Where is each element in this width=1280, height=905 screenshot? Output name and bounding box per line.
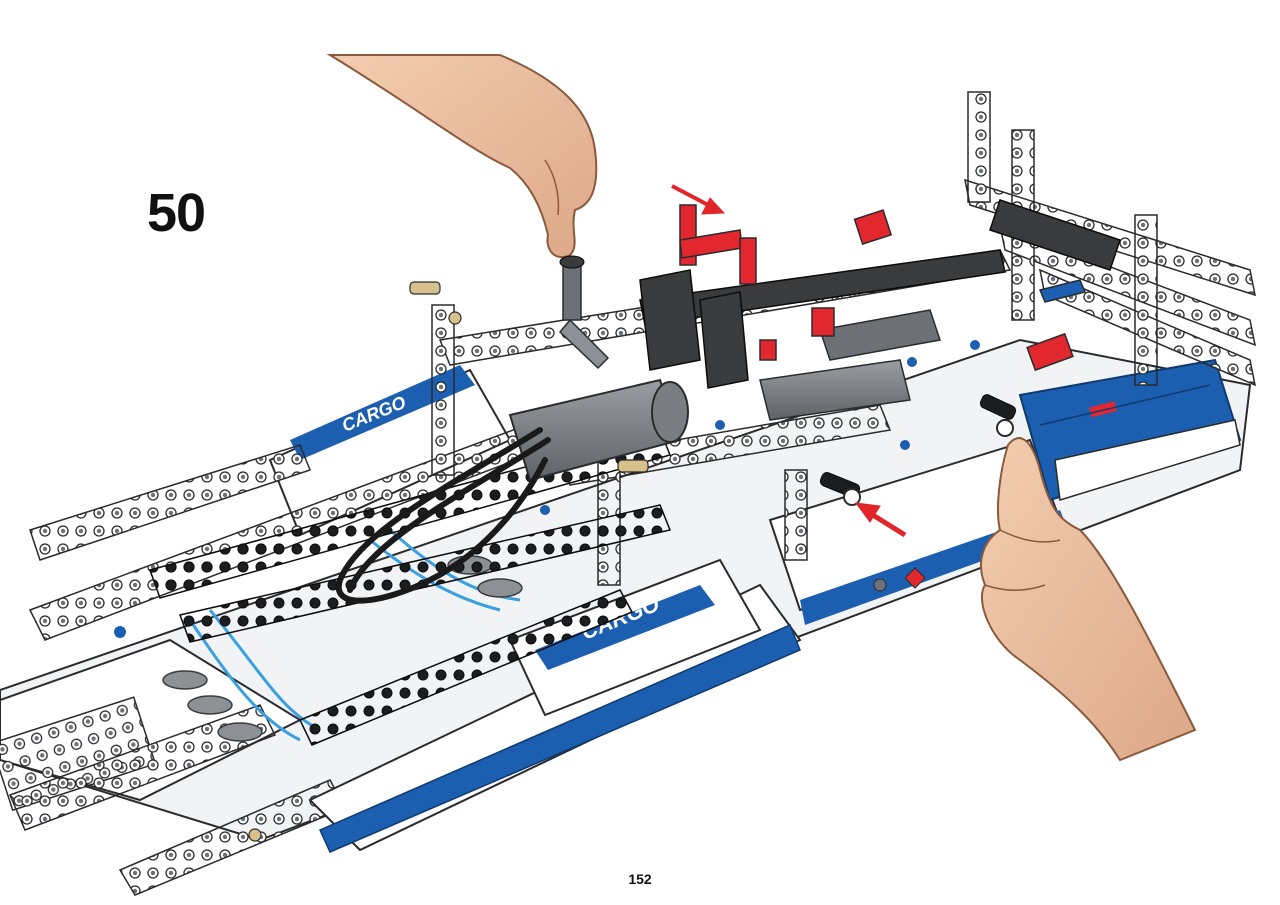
blue-bushes [114,340,980,638]
hand-right-icon [980,437,1197,762]
red-parts [679,204,1087,372]
cargo-tank-front: CARGO [308,558,802,853]
tan-pins [248,281,649,842]
gearbox [508,309,941,482]
dark-beams [149,199,1121,746]
page-number: 152 [628,871,652,887]
cable [335,427,551,604]
step-number: 50 [147,183,206,243]
hand-top-icon [326,54,610,370]
red-arrow-icon [671,184,907,538]
new-axles [819,394,1017,506]
